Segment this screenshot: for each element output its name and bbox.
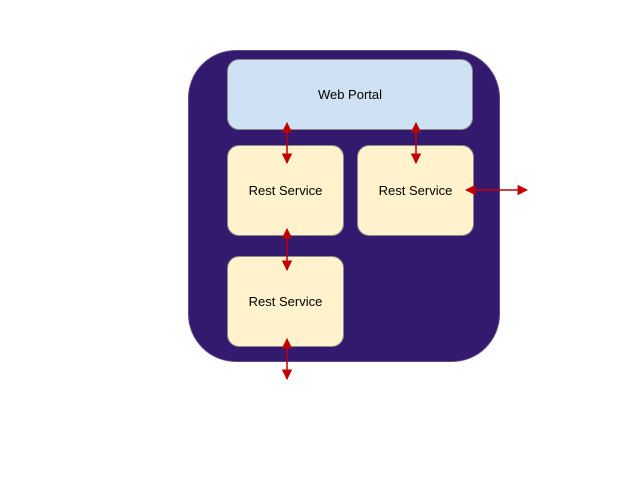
rest-service-label-1: Rest Service bbox=[248, 183, 323, 198]
web-portal-node: Web Portal bbox=[227, 59, 473, 130]
rest-service-node-1: Rest Service bbox=[227, 145, 344, 236]
rest-service-node-2: Rest Service bbox=[357, 145, 474, 236]
rest-service-node-3: Rest Service bbox=[227, 256, 344, 347]
rest-service-label-3: Rest Service bbox=[248, 294, 323, 309]
web-portal-label: Web Portal bbox=[317, 87, 383, 102]
rest-service-label-2: Rest Service bbox=[378, 183, 453, 198]
